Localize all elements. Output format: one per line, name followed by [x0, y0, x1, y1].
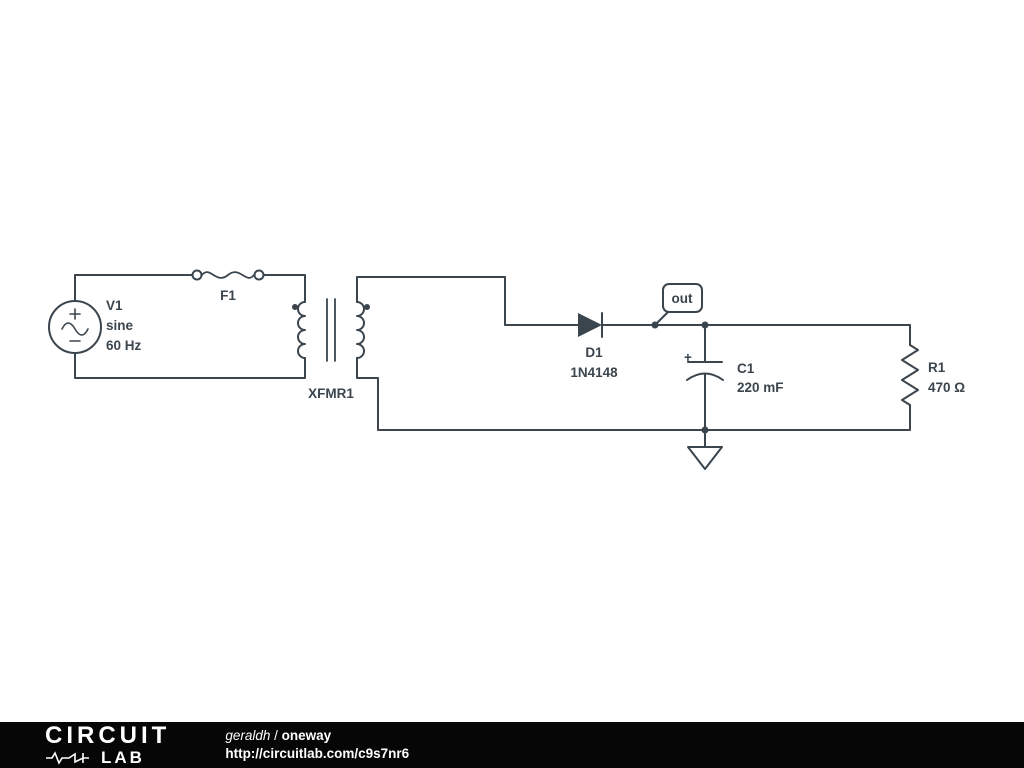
logo-text-circuit: CIRCUIT [45, 722, 171, 749]
c1-polarity-sign: + [684, 350, 692, 365]
wires [74, 274, 911, 434]
author-project-line: geraldh / oneway [225, 727, 409, 745]
ground-triangle [687, 446, 723, 470]
out-flag[interactable]: out [654, 283, 703, 326]
footer-bar: CIRCUIT LAB geraldh / oneway http://circ… [0, 722, 1024, 768]
ground-symbol[interactable] [687, 429, 723, 470]
voltage-source-v1[interactable]: V1 sine 60 Hz [48, 298, 142, 354]
r1-name-label: R1 [928, 360, 946, 375]
credit-separator: / [270, 727, 282, 743]
cap-plate-curved [686, 372, 724, 381]
source-body [48, 300, 102, 354]
fuse-f1[interactable]: F1 [191, 269, 265, 304]
wire-secondary-bottom [356, 357, 911, 431]
d1-value-label: 1N4148 [570, 365, 618, 380]
wire-primary-top [74, 274, 194, 302]
logo-text-lab: LAB [101, 748, 145, 767]
f1-name-label: F1 [220, 288, 236, 303]
author-name: geraldh [225, 727, 271, 743]
diode-triangle [578, 313, 602, 337]
xfmr1-name-label: XFMR1 [308, 386, 354, 401]
flag-box [662, 283, 703, 313]
node-dot-cap-top [701, 321, 709, 329]
fuse-wave [201, 271, 255, 279]
circuit-schematic[interactable]: V1 sine 60 Hz F1 XFMR1 D1 1N4148 out + C… [0, 0, 1024, 722]
wire-fuse-to-xfmr [262, 274, 306, 303]
resistor-r1[interactable]: R1 470 Ω [901, 344, 965, 406]
primary-coil [297, 301, 306, 359]
plus-sign [69, 308, 81, 320]
wire-secondary-top [356, 276, 579, 326]
v1-type-label: sine [106, 318, 134, 333]
capacitor-c1[interactable]: + C1 220 mF [684, 350, 783, 395]
wire-diode-to-resistor [601, 324, 911, 346]
r1-value-label: 470 Ω [928, 380, 965, 395]
transformer-xfmr1[interactable]: XFMR1 [292, 298, 370, 401]
waveform-icon [46, 750, 89, 765]
v1-name-label: V1 [106, 298, 123, 313]
out-flag-label: out [672, 291, 693, 306]
footer-credits: geraldh / oneway http://circuitlab.com/c… [225, 727, 409, 763]
circuit-url-link[interactable]: http://circuitlab.com/c9s7nr6 [225, 746, 410, 761]
fuse-terminal-right [253, 269, 265, 281]
sine-icon [61, 322, 89, 336]
project-name: oneway [281, 727, 332, 743]
resistor-zigzag [901, 344, 919, 406]
core-lines [326, 298, 336, 362]
fuse-terminal-left [191, 269, 203, 281]
secondary-coil [356, 301, 365, 359]
circuitlab-logo[interactable]: CIRCUIT LAB [45, 722, 171, 767]
c1-value-label: 220 mF [737, 380, 784, 395]
phase-dot-primary [292, 304, 298, 310]
c1-name-label: C1 [737, 361, 755, 376]
flag-leader-line [654, 311, 669, 326]
diode-d1[interactable]: D1 1N4148 [570, 312, 618, 380]
v1-value-label: 60 Hz [106, 338, 142, 353]
wire-primary-bottom [74, 352, 306, 379]
d1-name-label: D1 [585, 345, 603, 360]
phase-dot-secondary [364, 304, 370, 310]
